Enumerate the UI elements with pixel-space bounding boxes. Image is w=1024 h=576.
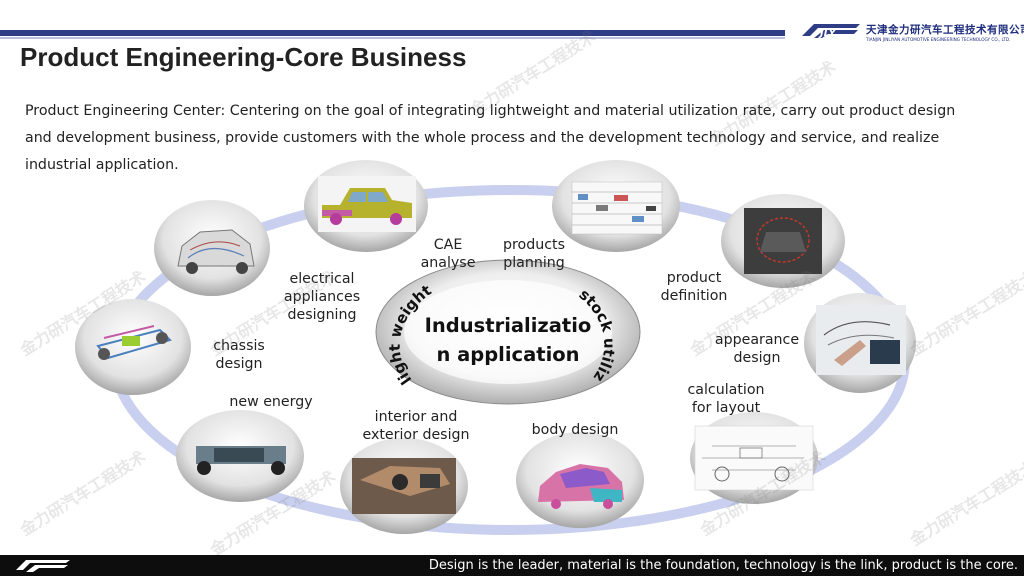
footer-slogan: Design is the leader, material is the fo… <box>428 558 1018 573</box>
chassis-frame-image <box>75 299 191 395</box>
core-title-line1: Industrializatio <box>424 314 592 337</box>
header-accent-bar <box>0 30 785 36</box>
core-title-line2: n application <box>436 343 580 366</box>
label-new-energy: new energy <box>229 393 312 411</box>
label-definition-line2: definition <box>660 288 728 304</box>
label-interior-exterior: interior and exterior design <box>362 408 469 444</box>
label-body-design: body design <box>532 421 619 439</box>
label-products-planning: products planning <box>503 236 565 272</box>
label-electrical-line3: designing <box>287 307 357 323</box>
label-electrical-appliances: electrical appliances designing <box>284 270 360 324</box>
sketching-hand-image <box>804 293 916 393</box>
footer-logo-icon <box>16 560 70 572</box>
label-planning-line1: products <box>503 237 565 253</box>
intro-paragraph: Product Engineering Center: Centering on… <box>25 103 956 173</box>
label-electrical-line1: electrical <box>289 271 355 287</box>
label-definition-line1: product <box>666 270 722 286</box>
car-interior-image <box>340 438 468 534</box>
label-chassis-design: chassis design <box>213 337 265 373</box>
label-calculation-layout: calculation for layout <box>687 381 764 417</box>
car-body-image <box>516 432 644 528</box>
company-logo: JLY 天津金力研汽车工程技术有限公司 TIANJIN JINLIYAN AUT… <box>800 18 1024 44</box>
company-name-cn: 天津金力研汽车工程技术有限公司 <box>866 24 1024 36</box>
label-layout-line2: for layout <box>691 400 761 416</box>
label-appearance-design: appearance design <box>715 331 799 367</box>
label-product-definition: product definition <box>661 269 728 305</box>
label-appearance-line1: appearance <box>714 332 800 348</box>
label-appearance-line2: design <box>733 350 781 366</box>
company-logo-icon: JLY <box>802 24 860 39</box>
page-title: Product Engineering-Core Business <box>20 42 467 72</box>
label-cae-line2: analyse <box>420 255 476 271</box>
label-body-line1: body design <box>531 422 619 438</box>
label-interior-line1: interior and <box>374 409 458 425</box>
company-name-en: TIANJIN JINLIYAN AUTOMOTIVE ENGINEERING … <box>866 37 1011 42</box>
car-wiring-image <box>154 200 270 296</box>
label-energy-line1: new energy <box>229 394 313 410</box>
core-title: Industrializatio n application <box>408 311 608 369</box>
ev-chassis-image <box>176 410 304 502</box>
label-layout-line1: calculation <box>687 382 765 398</box>
header-accent-line <box>0 37 785 39</box>
pickup-truck-cae-image <box>304 160 428 252</box>
svg-text:JLY: JLY <box>818 28 838 39</box>
label-chassis-line1: chassis <box>213 338 265 354</box>
label-electrical-line2: appliances <box>283 289 361 305</box>
label-cae-line1: CAE <box>433 237 463 253</box>
label-planning-line2: planning <box>503 255 565 271</box>
label-interior-line2: exterior design <box>362 427 470 443</box>
vehicle-definition-image <box>721 194 845 288</box>
label-cae: CAE analyse <box>421 236 476 272</box>
footer-bar: Design is the leader, material is the fo… <box>0 555 1024 576</box>
core-ellipse <box>375 259 641 405</box>
layout-drawing-image <box>690 412 818 504</box>
label-chassis-line2: design <box>215 356 263 372</box>
planning-table-image <box>552 160 680 252</box>
